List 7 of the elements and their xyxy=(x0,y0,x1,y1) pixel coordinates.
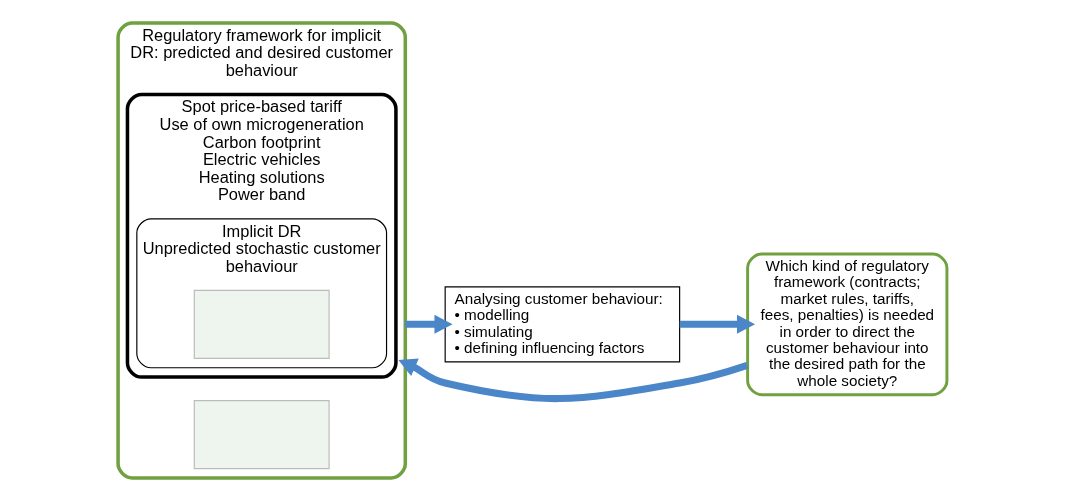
cluster: Implicit DR Unpredicted stochastic customer behaviour xyxy=(136,217,388,368)
node-box xyxy=(193,289,330,359)
node-box: Analysing customer behaviour: • modelling • simulating • defining influencing factors xyxy=(444,285,681,362)
arrow xyxy=(679,314,756,334)
node-box xyxy=(193,399,330,469)
node-box: Which kind of regulatory framework (contracts; market rules, tariffs, fees, penalties) is needed in order to direct the customer behaviour into the desired path for the whole society? xyxy=(746,252,949,396)
arrow xyxy=(398,358,749,402)
